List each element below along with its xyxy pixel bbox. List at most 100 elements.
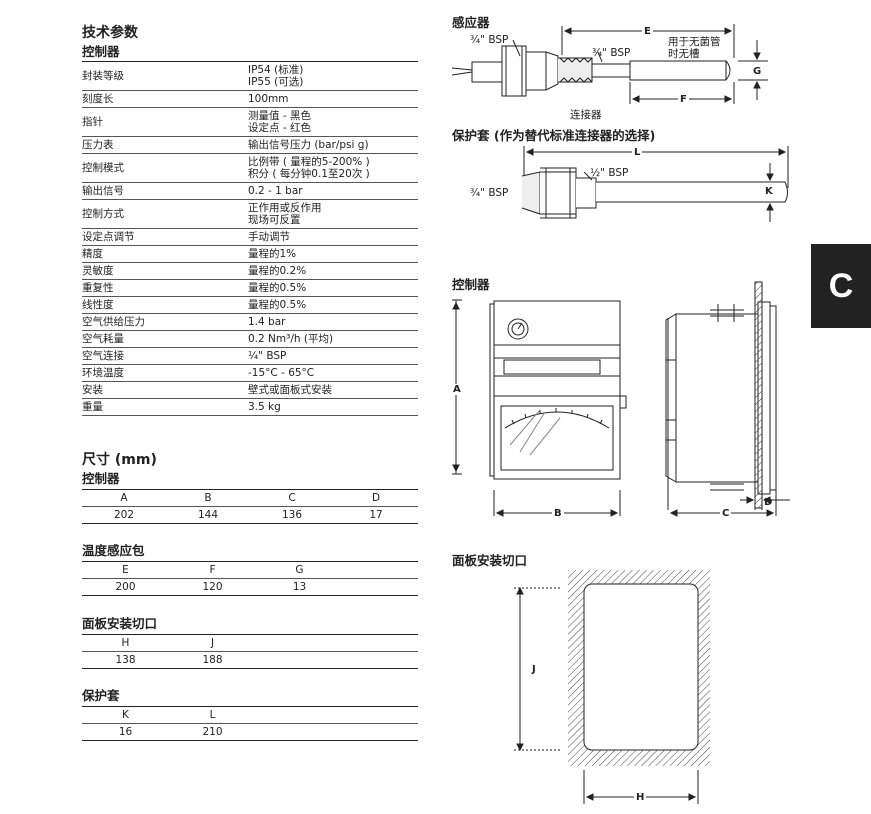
dim-b-label: B [552,508,564,519]
spec-row: 输出信号 0.2 - 1 bar [82,183,418,200]
spec-key: 环境温度 [82,367,124,379]
spec-key: 封装等级 [82,70,124,82]
spec-row: 封装等级 IP54 (标准) IP55 (可选) [82,62,418,91]
spec-row: 重复性 量程的0.5% [82,280,418,297]
spec-value: 量程的0.5% [248,299,307,311]
dim-header-cell: A [120,492,128,504]
sensor-title: 感应器 [452,15,490,30]
dim-table-rule [82,489,418,490]
dim-header-cell: H [121,637,130,649]
dim-value-cell: 188 [202,654,223,666]
spec-row: 控制模式 比例带 ( 量程的5-200% ) 积分 ( 每分钟0.1至20次 ) [82,154,418,183]
spec-value: -15°C - 65°C [248,367,315,379]
spec-key: 控制模式 [82,162,124,174]
dim-value-cell: 144 [197,509,219,521]
dim-h-label: H [634,792,647,803]
dim-header-cell: E [122,564,129,576]
dim-table-heading: 温度感应包 [82,543,145,558]
section-tab: C [811,244,871,328]
dim-table-rule [82,561,418,562]
spec-value: 测量值 - 黑色 设定点 - 红色 [248,110,311,134]
sensor-connector: 连接器 [570,109,602,121]
spec-row: 控制方式 正作用或反作用 现场可反置 [82,200,418,229]
spec-row: 设定点调节 手动调节 [82,229,418,246]
spec-key: 刻度长 [82,93,114,105]
spec-row: 空气连接 ¼" BSP [82,348,418,365]
spec-value: 0.2 - 1 bar [248,185,303,197]
spec-value: 正作用或反作用 现场可反置 [248,202,322,226]
sensor-bsp-right: ¾" BSP [592,47,631,59]
spec-title: 技术参数 [82,25,138,41]
spec-value: 手动调节 [248,231,290,243]
spec-value: 量程的1% [248,248,297,260]
spec-key: 重复性 [82,282,114,294]
spec-value: 量程的0.2% [248,265,307,277]
spec-row: 精度量程的1% [82,246,418,263]
dim-table-heading: 面板安装切口 [82,616,158,631]
spec-value: 壁式或面板式安装 [248,384,332,396]
dim-header-cell: D [371,492,381,504]
pocket-bsp-half: ½" BSP [590,167,629,179]
spec-key: 设定点调节 [82,231,135,243]
spec-value: ¼" BSP [248,350,287,362]
dim-a-label: A [453,384,461,395]
spec-key: 灵敏度 [82,265,114,277]
spec-key: 输出信号 [82,185,124,197]
spec-key: 线性度 [82,299,114,311]
dim-value-cell: 136 [281,509,303,521]
dim-header-cell: G [295,564,304,576]
dim-header-cell: L [209,709,216,721]
spec-row: 环境温度 -15°C - 65°C [82,365,418,382]
dim-header-cell: K [122,709,129,721]
dim-value-cell: 17 [369,509,383,521]
dim-g-label: G [753,66,762,77]
pocket-title: 保护套 (作为替代标准连接器的选择) [452,128,656,143]
spec-key: 控制方式 [82,208,124,220]
dim-header-cell: J [210,637,215,649]
sensor-bsp-left: ¾" BSP [470,34,509,46]
spec-value: 输出信号压力 (bar/psi g) [248,139,369,151]
pocket-bsp-34: ¾" BSP [470,187,509,199]
spec-table: 封装等级 IP54 (标准) IP55 (可选) 刻度长 100mm 指针测量值 - 黑… [82,62,418,416]
spec-row: 压力表 输出信号压力 (bar/psi g) [82,137,418,154]
dim-c-label: C [720,508,732,519]
spec-key: 空气连接 [82,350,124,362]
spec-key: 压力表 [82,139,114,151]
spec-value: 量程的0.5% [248,282,307,294]
dim-value-cell: 200 [115,581,136,593]
spec-value: IP54 (标准) IP55 (可选) [248,64,304,88]
spec-value: 3.5 kg [248,401,281,413]
dim-j-label: J [532,664,536,675]
spec-key: 安装 [82,384,103,396]
dim-l-label: L [632,147,643,158]
dim-value-cell: 120 [202,581,223,593]
controller-drawing-title: 控制器 [452,277,490,292]
dim-table-rule [82,706,418,707]
dim-table-heading: 保护套 [82,688,120,703]
sensor-note: 用于无菌管 时无槽 [668,36,721,60]
spec-row: 指针测量值 - 黑色 设定点 - 红色 [82,108,418,137]
cutout-title: 面板安装切口 [452,553,528,568]
dim-d-label: D [764,497,773,508]
spec-value: 100mm [248,93,289,105]
dim-header-cell: F [209,564,216,576]
spec-top-rule [82,61,418,62]
spec-row: 线性度 量程的0.5% [82,297,418,314]
spec-value: 比例带 ( 量程的5-200% ) 积分 ( 每分钟0.1至20次 ) [248,156,370,180]
dim-e-label: E [642,26,653,37]
dim-table-rule [82,634,418,635]
spec-value: 1.4 bar [248,316,286,328]
dims-title: 尺寸 (mm) [82,452,157,468]
